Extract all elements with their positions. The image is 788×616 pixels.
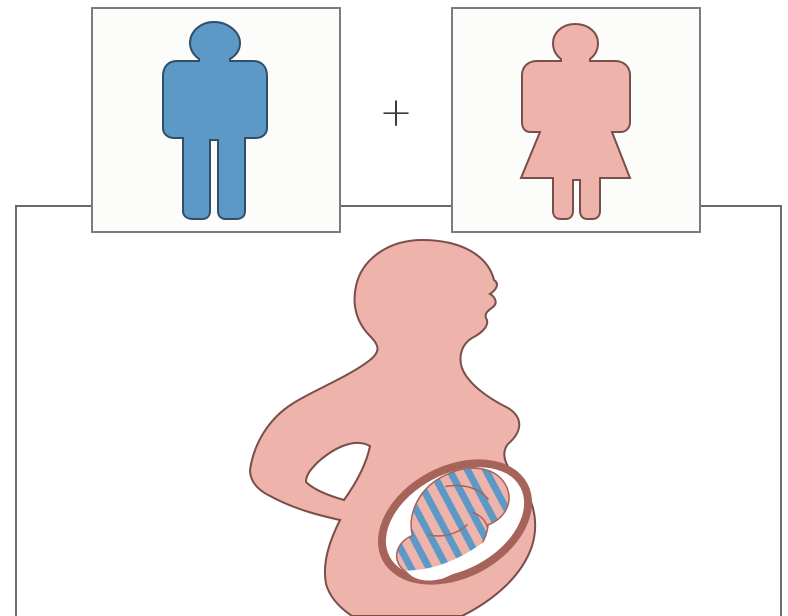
female-panel: [452, 8, 700, 232]
plus-operator: +: [379, 90, 413, 136]
pregnant-woman: [250, 240, 554, 616]
male-panel: [92, 8, 340, 232]
